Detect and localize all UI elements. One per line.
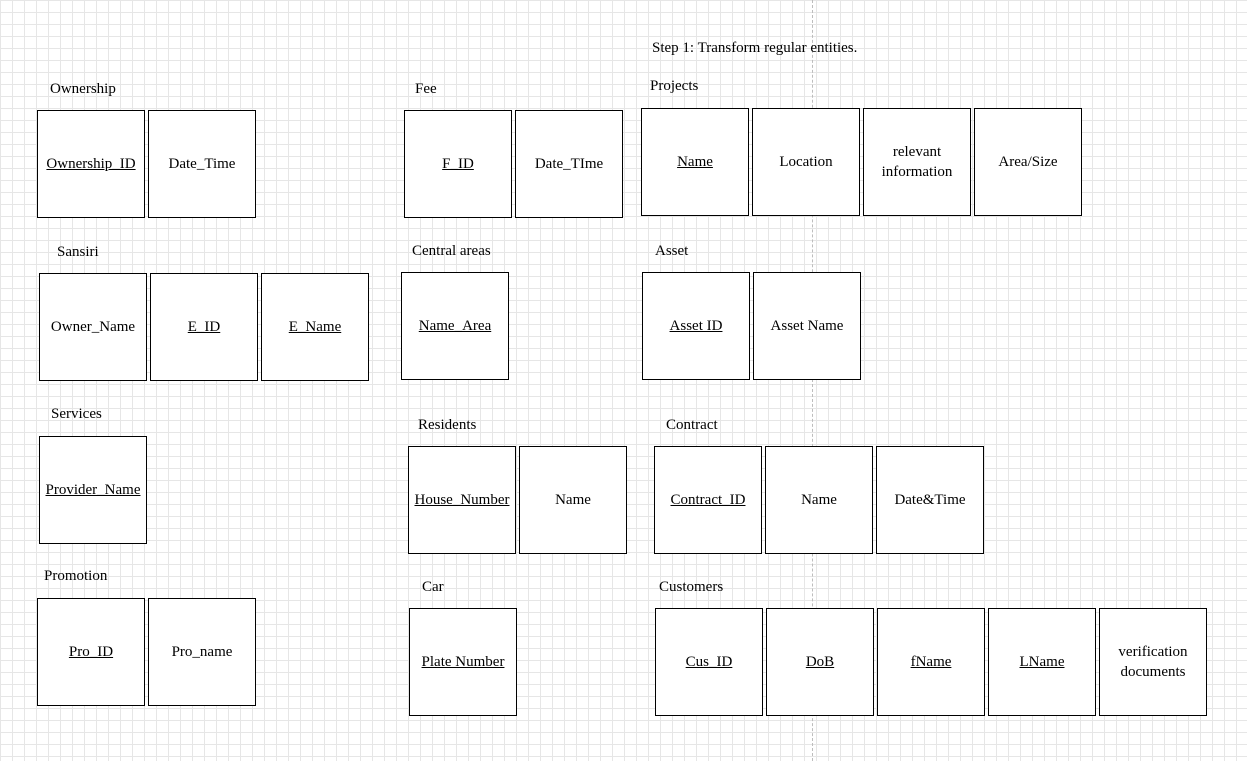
attr-ownership-id[interactable]: Ownership_ID	[37, 110, 145, 218]
attr-pro-id[interactable]: Pro_ID	[37, 598, 145, 706]
entity-asset[interactable]: Asset ID Asset Name	[642, 272, 861, 380]
entity-ownership[interactable]: Ownership_ID Date_Time	[37, 110, 256, 218]
attr-pro-name[interactable]: Pro_name	[148, 598, 256, 706]
entity-fee-name: Fee	[415, 81, 437, 97]
attr-contract-id[interactable]: Contract_ID	[654, 446, 762, 554]
entity-projects-name: Projects	[650, 78, 699, 94]
attr-location[interactable]: Location	[752, 108, 860, 216]
entity-ownership-name: Ownership	[50, 81, 116, 97]
entity-central-areas-name: Central areas	[412, 243, 491, 259]
attr-owner-name[interactable]: Owner_Name	[39, 273, 147, 381]
attr-name-area[interactable]: Name_Area	[401, 272, 509, 380]
attr-dob[interactable]: DoB	[766, 608, 874, 716]
attr-relevant-information[interactable]: relevant information	[863, 108, 971, 216]
entity-fee[interactable]: F_ID Date_TIme	[404, 110, 623, 218]
entity-sansiri[interactable]: Owner_Name E_ID E_Name	[39, 273, 369, 381]
entity-car[interactable]: Plate Number	[409, 608, 517, 716]
entity-promotion-name: Promotion	[44, 568, 108, 584]
attr-e-name[interactable]: E_Name	[261, 273, 369, 381]
entity-residents-name: Residents	[418, 417, 477, 433]
entity-customers[interactable]: Cus_ID DoB fName LName verification docu…	[655, 608, 1207, 716]
attr-lname[interactable]: LName	[988, 608, 1096, 716]
attr-name[interactable]: Name	[765, 446, 873, 554]
entity-services[interactable]: Provider_Name	[39, 436, 147, 544]
entity-promotion[interactable]: Pro_ID Pro_name	[37, 598, 256, 706]
page-divider-line	[812, 0, 813, 761]
attr-f-id[interactable]: F_ID	[404, 110, 512, 218]
entity-contract-name: Contract	[666, 417, 718, 433]
entity-projects[interactable]: Name Location relevant information Area/…	[641, 108, 1082, 216]
attr-e-id[interactable]: E_ID	[150, 273, 258, 381]
attr-area-size[interactable]: Area/Size	[974, 108, 1082, 216]
entity-car-name: Car	[422, 579, 444, 595]
entity-customers-name: Customers	[659, 579, 724, 595]
attr-asset-name[interactable]: Asset Name	[753, 272, 861, 380]
attr-name[interactable]: Name	[519, 446, 627, 554]
attr-cus-id[interactable]: Cus_ID	[655, 608, 763, 716]
attr-name[interactable]: Name	[641, 108, 749, 216]
attr-plate-number[interactable]: Plate Number	[409, 608, 517, 716]
attr-provider-name[interactable]: Provider_Name	[39, 436, 147, 544]
attr-house-number[interactable]: House_Number	[408, 446, 516, 554]
attr-asset-id[interactable]: Asset ID	[642, 272, 750, 380]
entity-services-name: Services	[51, 406, 102, 422]
entity-residents[interactable]: House_Number Name	[408, 446, 627, 554]
attr-fname[interactable]: fName	[877, 608, 985, 716]
attr-date-time[interactable]: Date_Time	[148, 110, 256, 218]
entity-sansiri-name: Sansiri	[57, 244, 99, 260]
entity-asset-name: Asset	[655, 243, 689, 259]
attr-verification-documents[interactable]: verification documents	[1099, 608, 1207, 716]
diagram-title: Step 1: Transform regular entities.	[652, 40, 858, 56]
entity-central-areas[interactable]: Name_Area	[401, 272, 509, 380]
attr-date-time[interactable]: Date_TIme	[515, 110, 623, 218]
entity-contract[interactable]: Contract_ID Name Date&Time	[654, 446, 984, 554]
attr-date-and-time[interactable]: Date&Time	[876, 446, 984, 554]
